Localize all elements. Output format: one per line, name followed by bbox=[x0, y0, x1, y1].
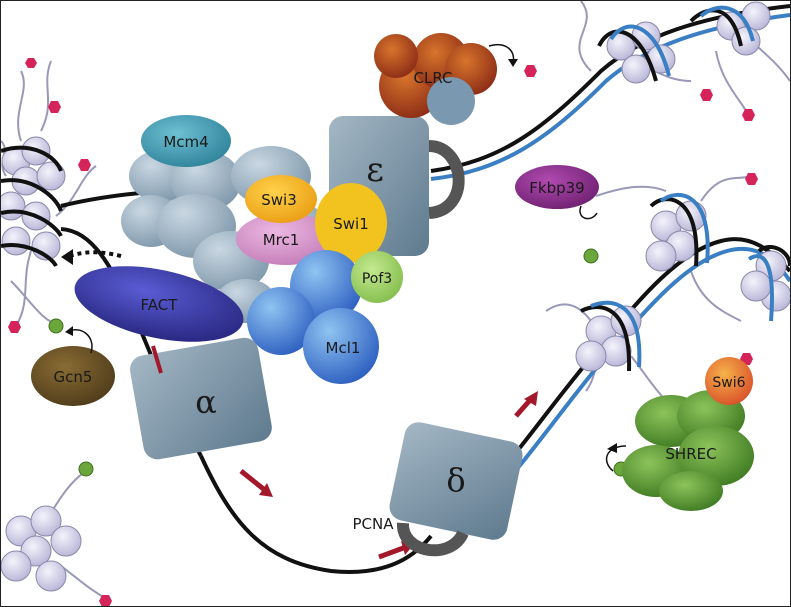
fact-label: FACT bbox=[141, 296, 179, 314]
fkbp39-enzyme: Fkbp39 bbox=[515, 165, 599, 209]
pof3-label: Pof3 bbox=[362, 271, 392, 287]
mcm4-subunit: Mcm4 bbox=[141, 115, 231, 167]
swi6-label: Swi6 bbox=[712, 375, 745, 391]
acetyl-mark bbox=[48, 318, 64, 334]
methyl-marks bbox=[8, 58, 758, 606]
okazaki-arrow-1 bbox=[239, 469, 268, 493]
pof3-subunit: Pof3 bbox=[351, 251, 403, 303]
alpha-label: α bbox=[195, 383, 217, 421]
clrc-complex: CLRC bbox=[374, 33, 497, 125]
gcn5-label: Gcn5 bbox=[54, 368, 93, 386]
shrec-activity-arrow bbox=[605, 445, 627, 472]
mcm4-label: Mcm4 bbox=[163, 133, 208, 151]
mrc1-subunit: Mrc1 bbox=[236, 213, 336, 265]
shrec-label: SHREC bbox=[665, 445, 716, 463]
swi6-protein: Swi6 bbox=[705, 357, 753, 405]
nucleosome-top-right bbox=[597, 1, 771, 84]
swi1-label: Swi1 bbox=[333, 215, 369, 233]
epsilon-label: ε bbox=[366, 150, 384, 190]
pol-alpha: α bbox=[130, 337, 272, 460]
methyl-mark bbox=[742, 109, 755, 121]
methyl-mark bbox=[78, 159, 91, 171]
swi1-subunit: Swi1 bbox=[315, 183, 387, 263]
gcn5-activity-arrowhead bbox=[65, 326, 73, 336]
lagging-strand bbox=[199, 455, 433, 574]
swi3-label: Swi3 bbox=[261, 191, 297, 209]
shrec-activity-arrowhead bbox=[607, 443, 617, 453]
pcna-clamp bbox=[397, 522, 469, 557]
okazaki-arrowhead-3 bbox=[524, 391, 538, 406]
methyl-mark bbox=[524, 65, 537, 77]
methyl-mark bbox=[700, 89, 713, 101]
okazaki-arrowhead-1 bbox=[259, 483, 273, 497]
nucleosome-bottom-left bbox=[1, 505, 82, 592]
okazaki-arrow-3 bbox=[514, 397, 533, 418]
methyl-mark bbox=[48, 101, 61, 113]
methyl-mark bbox=[8, 321, 21, 333]
fkbp39-activity-arrow bbox=[579, 205, 598, 220]
okazaki-arrow-2 bbox=[378, 544, 407, 560]
gcn5-enzyme: Gcn5 bbox=[31, 346, 115, 406]
clrc-activity-arrowhead bbox=[508, 59, 518, 67]
clrc-label: CLRC bbox=[414, 69, 453, 87]
fact-arrowhead bbox=[61, 249, 73, 265]
shrec-complex: SHREC bbox=[622, 390, 754, 511]
acetyl-mark bbox=[583, 248, 599, 264]
lagging-nascent-strand bbox=[469, 237, 790, 515]
nucleosome-lagging bbox=[575, 300, 642, 372]
methyl-mark bbox=[25, 58, 37, 68]
methyl-mark bbox=[99, 595, 112, 606]
nucleosome-mid-right bbox=[645, 192, 790, 322]
epsilon-clamp bbox=[428, 140, 465, 219]
swi3-subunit: Swi3 bbox=[245, 175, 317, 223]
methyl-mark bbox=[745, 173, 758, 185]
mrc1-label: Mrc1 bbox=[263, 231, 300, 249]
primer-arrow-alpha bbox=[151, 345, 163, 374]
mcl1-label: Mcl1 bbox=[326, 339, 361, 357]
acetyl-mark bbox=[78, 461, 94, 477]
fact-complex: FACT bbox=[74, 266, 244, 342]
mcl1-complex: Mcl1 bbox=[247, 250, 379, 384]
fkbp39-label: Fkbp39 bbox=[529, 179, 584, 197]
delta-label: δ bbox=[446, 461, 465, 499]
fact-deposition-arrow bbox=[68, 250, 122, 258]
pcna-label: PCNA bbox=[352, 515, 394, 533]
nucleosome-left bbox=[1, 136, 66, 268]
pol-delta: δ bbox=[389, 422, 523, 540]
